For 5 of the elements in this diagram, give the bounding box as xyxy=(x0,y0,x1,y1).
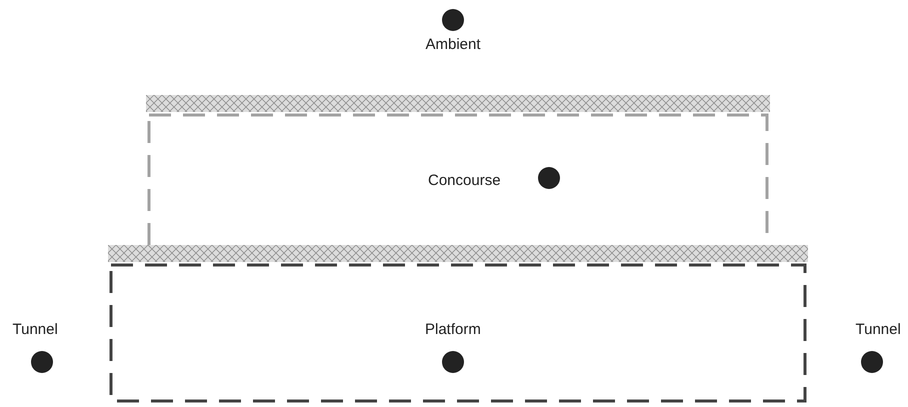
location-label: Concourse xyxy=(428,172,501,190)
location-label: Tunnel xyxy=(856,321,901,339)
location-label: Platform xyxy=(425,321,481,339)
location-label: Ambient xyxy=(426,36,481,54)
location-label: Tunnel xyxy=(12,321,58,339)
